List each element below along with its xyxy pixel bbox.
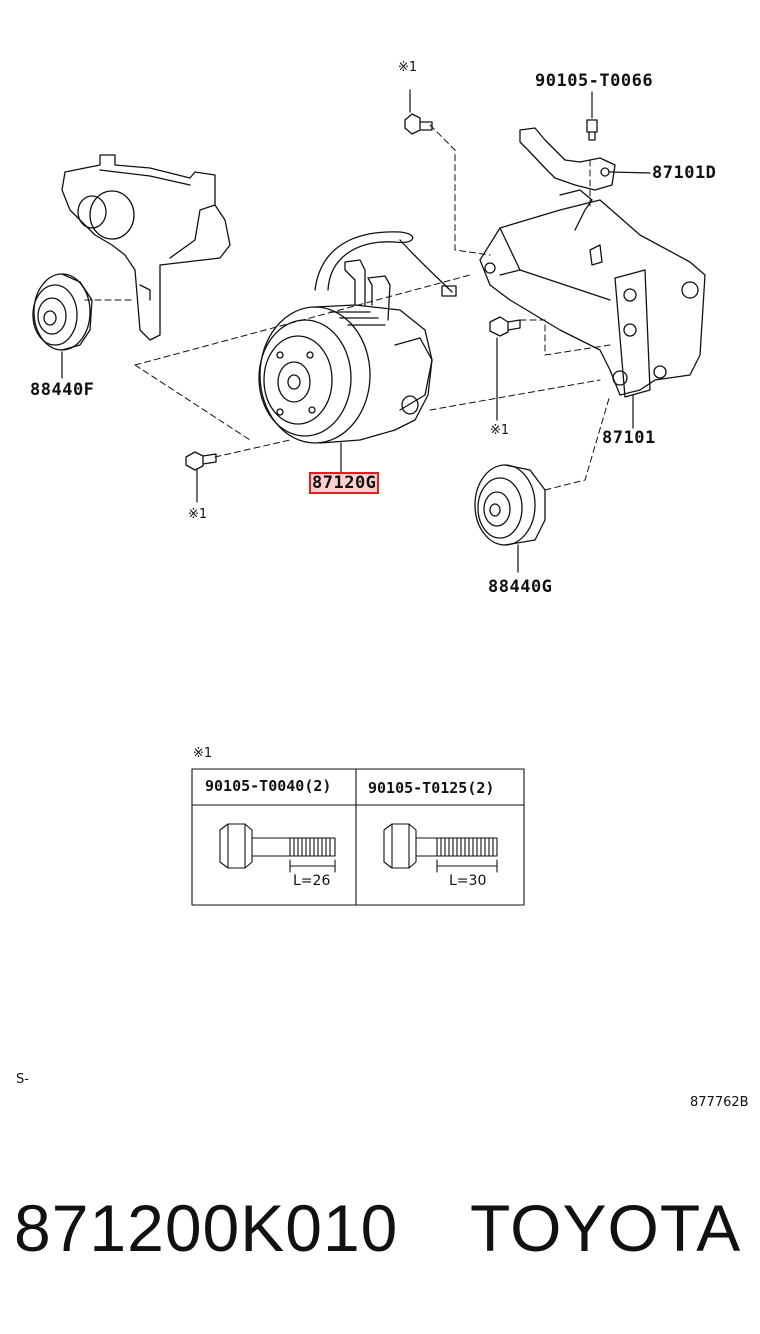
label-87101d[interactable]: 87101D	[652, 163, 717, 183]
compressor-bracket-drawing	[479, 199, 706, 398]
ref-mark-top: ※1	[398, 60, 418, 75]
label-87101[interactable]: 87101	[602, 428, 656, 448]
engine-mount-bracket	[61, 154, 231, 341]
label-87120g-highlighted[interactable]: 87120G	[309, 472, 380, 494]
idler-pulley-g-drawing	[474, 464, 546, 546]
fastener-table-frame	[191, 768, 525, 906]
corner-code: S-	[16, 1072, 29, 1087]
ac-compressor-drawing	[258, 231, 457, 444]
label-leader-lines	[61, 89, 651, 573]
part-number-footer: 871200K010	[14, 1191, 399, 1265]
table-header-90105-t0040[interactable]: 90105-T0040(2)	[205, 777, 332, 795]
label-88440g[interactable]: 88440G	[488, 577, 553, 597]
brand-footer: TOYOTA	[470, 1191, 742, 1265]
length-label-l30: L=30	[449, 873, 487, 889]
label-90105-t0066[interactable]: 90105-T0066	[535, 71, 654, 91]
table-bolt-drawings	[219, 823, 498, 873]
length-label-l26: L=26	[293, 873, 331, 889]
table-header-90105-t0125[interactable]: 90105-T0125(2)	[368, 779, 495, 797]
idler-pulley-f-drawing	[32, 273, 93, 351]
small-bracket-d-drawing	[519, 127, 616, 231]
ref-mark-lower-bolt: ※1	[188, 507, 208, 522]
label-88440f[interactable]: 88440F	[30, 380, 95, 400]
diagram-code: 877762B	[690, 1095, 749, 1110]
table-ref-mark: ※1	[193, 746, 213, 761]
ref-mark-bracket-bolt: ※1	[490, 423, 510, 438]
bolt-drawings	[185, 113, 598, 471]
